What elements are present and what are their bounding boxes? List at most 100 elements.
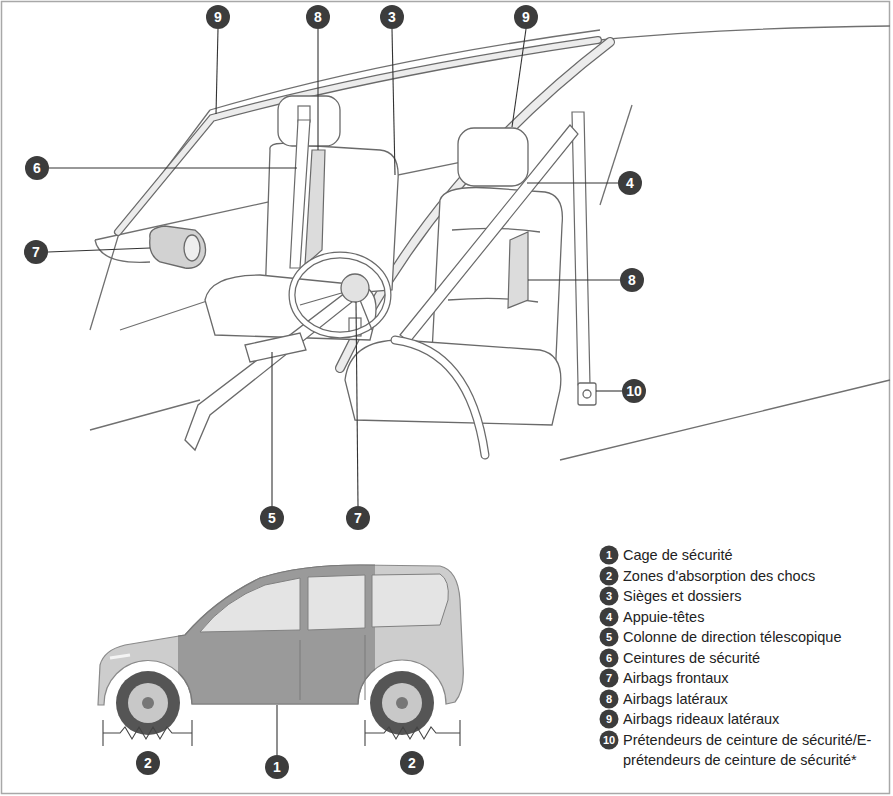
callout-number: 7	[346, 506, 370, 530]
callout-number: 9	[514, 5, 538, 29]
callout-circle	[260, 506, 284, 530]
callout-number: 4	[599, 607, 619, 627]
car-wheel	[116, 671, 180, 735]
steering-wheel	[292, 255, 388, 335]
side-airbag	[508, 232, 528, 308]
callout-circle	[346, 506, 370, 530]
callout-circle	[24, 240, 48, 264]
callout-number: 5	[260, 506, 284, 530]
part-name: Colonne de direction télescopique	[623, 627, 891, 647]
car-wheel	[370, 671, 434, 735]
legend-item: 4Appuie-têtes	[599, 607, 891, 627]
legend-item: 2Zones d'absorption des chocs	[599, 566, 891, 586]
callout-number: 2	[400, 751, 424, 775]
seat-belt	[290, 120, 310, 268]
car-wheel	[128, 683, 168, 723]
front-airbag	[341, 274, 369, 302]
driver-seat	[345, 340, 561, 425]
callout-circle	[600, 669, 619, 688]
part-name: Airbags rideaux latéraux	[623, 709, 891, 729]
legend-item: 10Prétendeurs de ceinture de sécurité/E-…	[599, 730, 891, 770]
cabin-outline	[90, 400, 200, 430]
part-name: Appuie-têtes	[623, 607, 891, 627]
leader-line	[49, 167, 297, 168]
leader-line	[216, 29, 218, 114]
callout-number: 8	[620, 268, 644, 292]
callout-number: 6	[25, 156, 49, 180]
part-name: Sièges et dossiers	[623, 586, 891, 606]
callout-circle	[136, 751, 160, 775]
seat-belt	[290, 106, 310, 268]
crumple-zone-bracket	[103, 720, 192, 746]
seat-belt-pretensioner	[578, 383, 596, 405]
car-body	[178, 565, 375, 705]
leader-line	[356, 302, 358, 506]
callout-number: 2	[136, 751, 160, 775]
seat-belt	[395, 340, 485, 455]
callout-number: 7	[599, 668, 619, 688]
callout-number: 1	[599, 545, 619, 565]
callout-number: 10	[599, 730, 619, 750]
part-name: Airbags frontaux	[623, 668, 891, 688]
callout-circle	[600, 566, 619, 585]
callout-circle	[620, 268, 644, 292]
leader-line	[271, 352, 272, 506]
seat-belt	[400, 125, 578, 342]
callout-number: 1	[265, 755, 289, 779]
callout-number: 10	[622, 379, 646, 403]
callout-circle	[400, 751, 424, 775]
callout-number: 4	[618, 171, 642, 195]
seat-belt-pretensioner	[578, 383, 596, 405]
leader-line	[48, 248, 150, 252]
callout-number: 4	[618, 171, 642, 195]
callout-number: 9	[514, 5, 538, 29]
leader-line	[317, 29, 318, 150]
side-airbag	[305, 150, 325, 265]
callout-number: 6	[599, 648, 619, 668]
part-name: Ceintures de sécurité	[623, 648, 891, 668]
callout-number: 9	[206, 5, 230, 29]
callout-circle	[380, 5, 404, 29]
callout-number: 9	[599, 709, 619, 729]
callout-number: 3	[380, 5, 404, 29]
legend-item: 6Ceintures de sécurité	[599, 648, 891, 668]
cabin-outline	[600, 26, 890, 40]
part-name: Zones d'absorption des chocs	[623, 566, 891, 586]
callout-number: 2	[400, 751, 424, 775]
cabin-outline	[120, 300, 210, 330]
callout-circle	[25, 156, 49, 180]
front-airbag	[150, 226, 206, 268]
callout-circle	[265, 755, 289, 779]
cabin-outline	[560, 380, 890, 460]
crumple-zone-bracket	[103, 727, 192, 739]
car-wheel	[382, 683, 422, 723]
side-airbag	[305, 150, 325, 265]
callout-circle	[600, 648, 619, 667]
cabin-outline	[95, 240, 150, 262]
car-body	[308, 575, 365, 630]
leader-line	[48, 29, 622, 755]
callout-number: 5	[599, 627, 619, 647]
car-wheel	[396, 697, 408, 709]
leader-line	[392, 29, 395, 175]
car-body	[372, 574, 448, 627]
car-body	[110, 655, 130, 658]
legend-item: 1Cage de sécurité	[599, 545, 891, 565]
car-body	[200, 578, 300, 632]
driver-seat	[458, 128, 528, 186]
leader-line	[512, 29, 526, 127]
legend-item: 9Airbags rideaux latéraux	[599, 709, 891, 729]
callout-circle	[600, 730, 619, 749]
front-airbag	[150, 226, 369, 302]
steering-column	[245, 333, 306, 362]
leader-line	[528, 279, 620, 280]
callout-circle	[600, 587, 619, 606]
callout-circle	[514, 5, 538, 29]
legend-item: 5Colonne de direction télescopique	[599, 627, 891, 647]
callout-number: 7	[24, 240, 48, 264]
part-name: Cage de sécurité	[623, 545, 891, 565]
